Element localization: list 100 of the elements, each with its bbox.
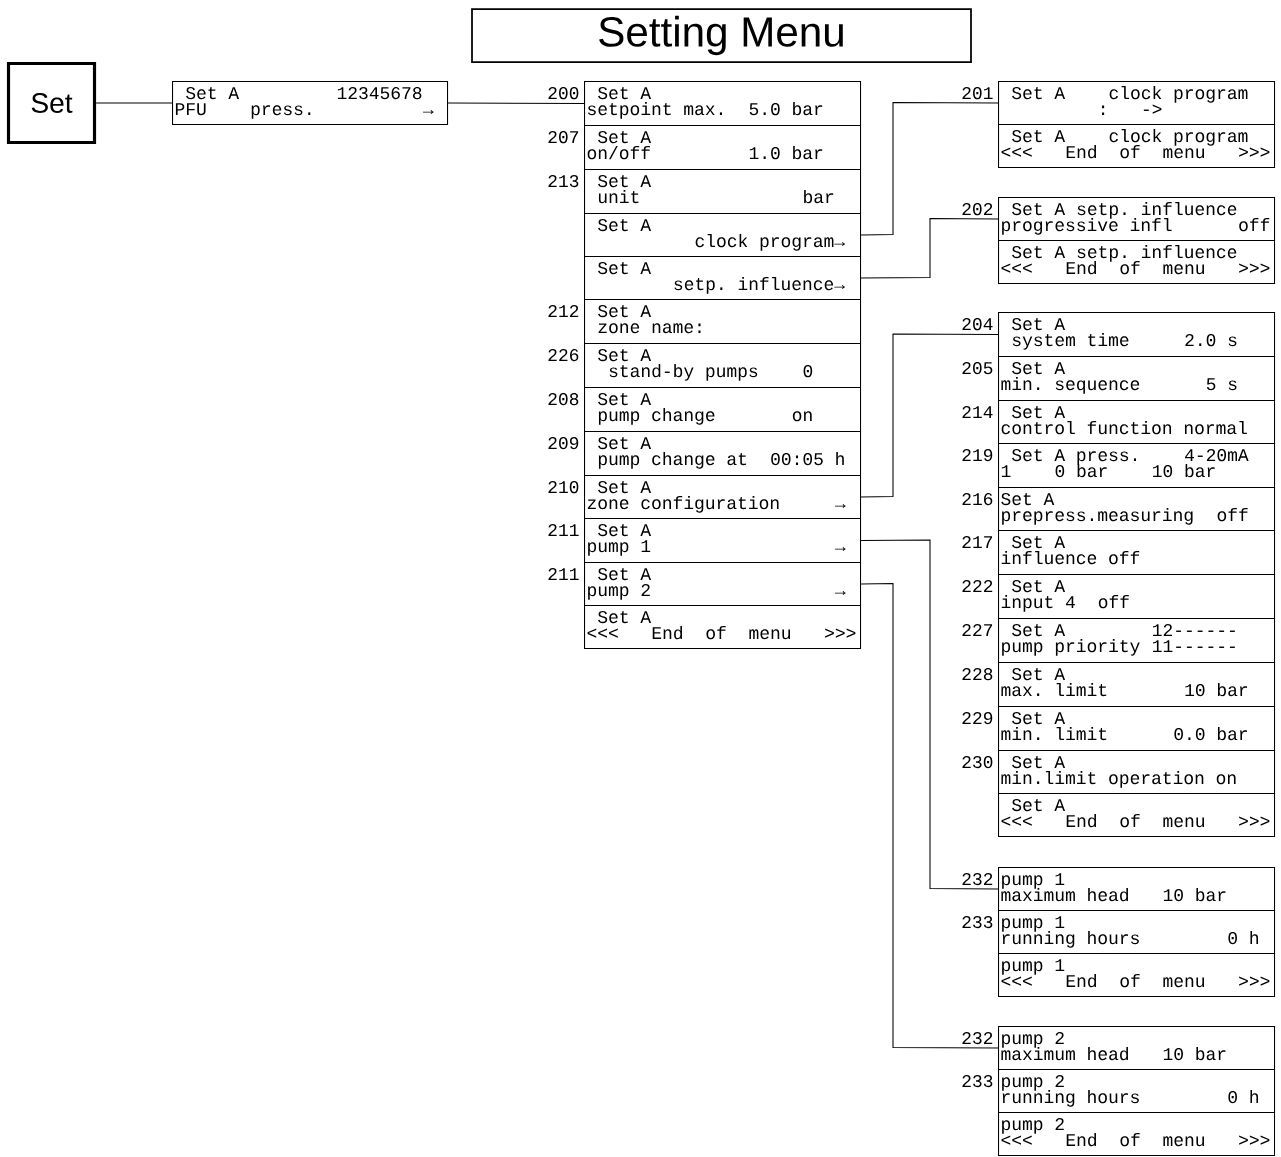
display-cell: Set A <<< End of menu >>>: [584, 605, 862, 650]
display-cell: Set A stand-by pumps 0: [584, 343, 862, 389]
node-label: zone configuration: [587, 496, 779, 513]
display-cell: Set A <<< End of menu >>>: [998, 793, 1276, 838]
node-label: 12------: [1153, 624, 1235, 636]
connector-line: [860, 333, 999, 498]
connector-line: [860, 217, 999, 279]
node-label: 0 bar: [1055, 464, 1107, 478]
parameter-number: 210: [548, 481, 579, 494]
display-cell: pump 1 <<< End of menu >>>: [998, 953, 1276, 998]
node-label: Set A: [598, 481, 652, 494]
parameter-number: 233: [962, 916, 993, 929]
display-cell: pump 1 maximum head 10 bar: [998, 867, 1276, 912]
node-label: running hours: [1002, 931, 1139, 948]
parameter-number: 217: [962, 536, 993, 548]
display-cell: Set A min. sequence 5 s: [998, 356, 1276, 402]
node-label: setp. influence: [1077, 202, 1237, 219]
display-cell: Set A zone name:: [584, 299, 862, 345]
display-cell: Set A on/off 1.0 bar: [584, 125, 862, 171]
node-label: Set A: [598, 349, 652, 362]
display-cell: Set A system time 2.0 s: [998, 312, 1276, 358]
parameter-number: 214: [962, 406, 993, 418]
display-cell: Set A setp. influence progressive infl off: [998, 197, 1276, 242]
parameter-number: 208: [548, 393, 579, 406]
node-label: 2.0 s: [1185, 334, 1237, 347]
node-label: Set A: [1012, 203, 1066, 216]
parameter-number: 212: [548, 305, 579, 317]
display-cell: Set A pump change on: [584, 387, 862, 433]
node-label: :: [1102, 105, 1105, 116]
display-cell: Set A zone configuration →: [584, 475, 862, 520]
parameter-number: 201: [962, 87, 993, 100]
display-cell: Set A prepress.measuring off: [998, 487, 1276, 532]
parameter-number: 205: [962, 362, 993, 375]
display-cell: Set A 12------ pump priority 11------: [998, 618, 1276, 664]
node-label: pump 1: [1002, 916, 1065, 932]
parameter-number: 229: [962, 712, 993, 725]
display-cell: Set A influence off: [998, 530, 1276, 576]
display-cell: Set A clock program : ->: [998, 81, 1276, 126]
node-label: 4-20mA: [1185, 449, 1249, 462]
node-label: Set A: [1012, 318, 1066, 331]
display-cell: Set A setp. influence→: [584, 256, 862, 301]
node-label: off: [1239, 218, 1270, 232]
display-cell: Set A 12345678 PFU press. →: [172, 81, 449, 126]
connector-line: [860, 101, 999, 236]
parameter-number: 211: [548, 524, 579, 536]
node-label: unit: [598, 190, 639, 204]
node-label: 11------: [1153, 640, 1235, 652]
node-label: clock program: [1109, 86, 1248, 103]
display-cell: Set A pump 1 →: [584, 518, 862, 564]
parameter-number: 227: [962, 624, 993, 636]
node-label: Set A: [1012, 668, 1066, 681]
parameter-number: 211: [548, 568, 579, 580]
node-label: Set A press.: [1012, 449, 1137, 465]
display-cell: pump 1 running hours 0 h: [998, 910, 1276, 955]
node-label: min. sequence: [1001, 377, 1140, 394]
node-label: 0 h: [1228, 1090, 1259, 1104]
menu-key-box: Set: [6, 61, 97, 145]
display-cell: Set A pump change at 00:05 h: [584, 431, 862, 477]
node-label: running hours: [1002, 1090, 1139, 1107]
node-label: pump 2: [1002, 1075, 1064, 1091]
display-cell: pump 2 running hours 0 h: [998, 1069, 1276, 1114]
parameter-number: 202: [962, 203, 993, 216]
node-label: Set A: [598, 568, 652, 581]
node-label: Set A: [1012, 362, 1066, 375]
connector-line: [860, 539, 999, 890]
node-label: bar: [804, 190, 834, 204]
node-label: system time: [1012, 333, 1129, 350]
node-label: Set A: [598, 131, 652, 144]
parameter-number: 228: [962, 668, 993, 681]
node-label: 0 h: [1228, 931, 1259, 945]
title-box: Setting Menu: [471, 8, 972, 63]
display-cell: Set A unit bar: [584, 169, 862, 215]
display-cell: Set A min.limit operation on: [998, 750, 1276, 795]
connector-line: [860, 582, 999, 1049]
node-label: Set A: [598, 175, 652, 188]
parameter-number: 232: [962, 1032, 993, 1045]
parameter-number: 222: [962, 580, 993, 592]
node-label: →: [835, 503, 846, 509]
node-label: Set A: [1012, 624, 1066, 637]
display-cell: Set A setpoint max. 5.0 bar: [584, 81, 862, 127]
node-label: →: [835, 590, 846, 596]
parameter-number: 207: [548, 131, 579, 144]
node-label: ->: [1143, 104, 1162, 114]
node-label: 1: [1001, 465, 1011, 477]
node-label: 10 bar: [1153, 464, 1215, 478]
node-label: max. limit: [1001, 683, 1107, 697]
display-cell: Set A min. limit 0.0 bar: [998, 706, 1276, 752]
display-cell: pump 2 maximum head 10 bar: [998, 1026, 1276, 1071]
connector-line: [95, 102, 173, 104]
node-label: 1.0 bar: [749, 146, 823, 160]
node-label: stand-by pumps: [609, 364, 758, 381]
node-label: progressive infl: [1002, 218, 1172, 235]
display-cell: Set A press. 4-20mA 1 0 bar 10 bar: [998, 443, 1276, 489]
display-cell: Set A setp. influence <<< End of menu >>>: [998, 240, 1276, 285]
node-label: pump 2: [588, 584, 650, 600]
parameter-number: 200: [548, 87, 579, 100]
display-cell: Set A clock program <<< End of menu >>>: [998, 124, 1276, 169]
parameter-number: 213: [548, 175, 579, 188]
node-label: 10 bar: [1185, 683, 1248, 697]
display-cell: Set A input 4 off: [998, 574, 1276, 620]
